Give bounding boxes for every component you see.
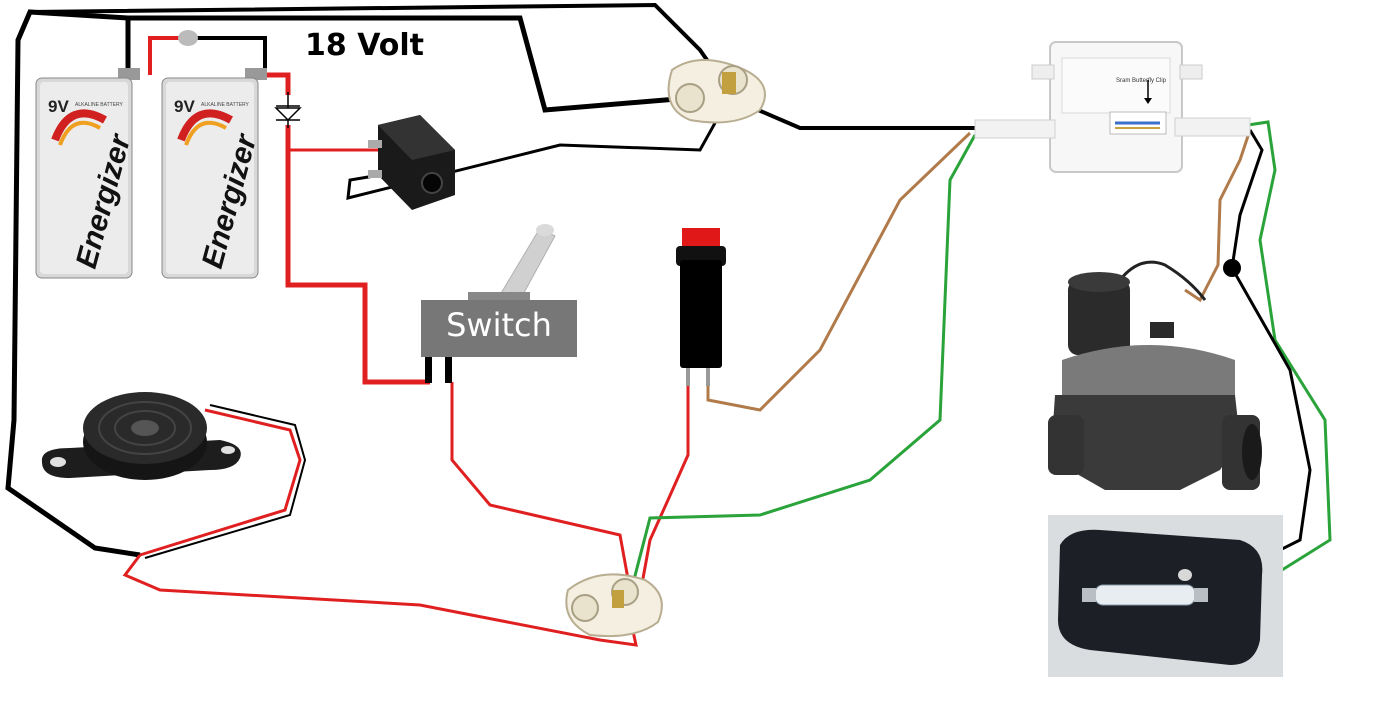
junction-box <box>974 41 1251 173</box>
terminal-connector-top <box>667 59 766 124</box>
dc-jack <box>368 115 455 210</box>
red-wire-buzzer <box>122 554 638 647</box>
wire-junction-dot <box>1223 259 1241 277</box>
diode <box>274 92 302 128</box>
brown-wire-right <box>1184 129 1252 303</box>
solenoid-valve <box>1048 260 1262 490</box>
switch-body <box>421 300 577 357</box>
toggle-switch <box>425 224 556 383</box>
red-wire-switch <box>450 382 632 591</box>
battery-1 <box>35 68 140 279</box>
push-button <box>676 228 726 386</box>
switch-label: Switch <box>446 306 552 344</box>
red-wire-button <box>638 380 690 596</box>
red-wire-diode <box>265 72 430 385</box>
buzzer-black-lead <box>144 404 307 559</box>
buzzer-red-lead <box>139 408 302 557</box>
battery-2-type: ALKALINE BATTERY <box>201 102 250 108</box>
battery-bridge-red <box>148 36 188 75</box>
battery-bridge-black <box>188 36 267 75</box>
battery-2 <box>161 68 267 279</box>
battery-1-voltage: 9V <box>48 97 69 116</box>
battery-1-type: ALKALINE BATTERY <box>75 102 124 108</box>
junction-box-label: Sram Butterfly Clip <box>1116 78 1167 84</box>
battery-2-voltage: 9V <box>174 97 195 116</box>
brown-wire-main <box>706 131 972 412</box>
voltage-label: 18 Volt <box>305 28 425 63</box>
fuse-lamp <box>1048 515 1283 677</box>
bridge-node <box>178 30 198 46</box>
piezo-buzzer <box>41 392 241 480</box>
green-wire-main <box>628 134 977 596</box>
terminal-connector-bottom <box>565 573 663 638</box>
